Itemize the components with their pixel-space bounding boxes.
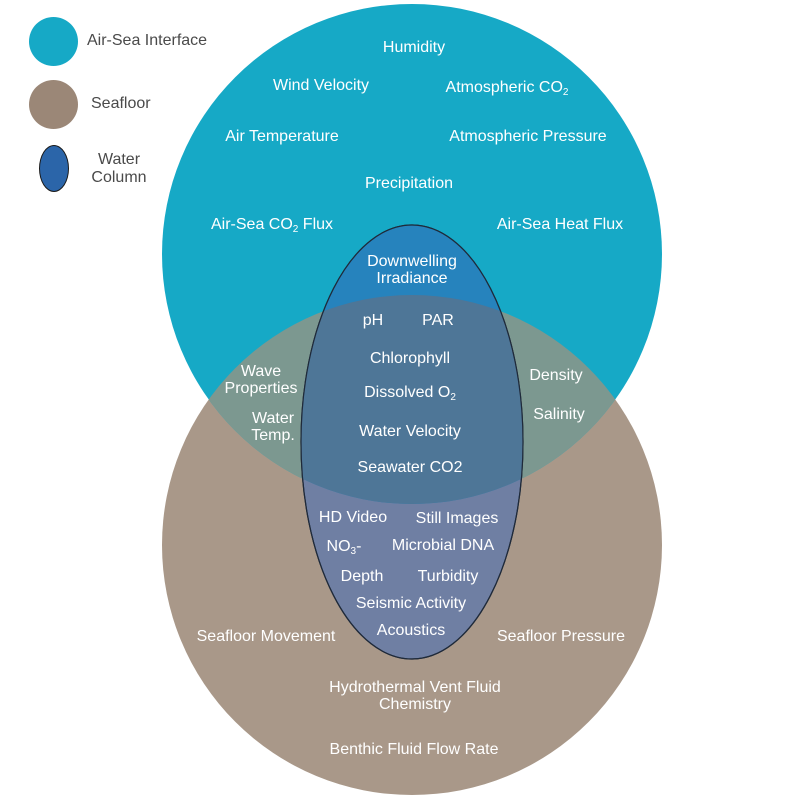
downwelling-line2: Irradiance	[376, 270, 448, 287]
legend-water-column-label: Water Column	[91, 151, 147, 186]
water-temp-line2: Temp.	[251, 427, 295, 444]
label-downwelling-irradiance: Downwelling Irradiance	[367, 253, 457, 287]
atmospheric-co2-text: Atmospheric CO	[445, 79, 563, 96]
label-seafloor-pressure: Seafloor Pressure	[496, 628, 626, 645]
label-still-images: Still Images	[415, 510, 499, 527]
label-benthic-fluid-flow-rate: Benthic Fluid Flow Rate	[329, 741, 499, 758]
air-sea-co2-flux-suffix: Flux	[298, 216, 334, 233]
label-water-velocity: Water Velocity	[359, 423, 461, 440]
water-temp-line1: Water	[251, 410, 295, 427]
label-hd-video: HD Video	[318, 509, 388, 526]
vent-fluid-line1: Hydrothermal Vent Fluid	[329, 679, 501, 696]
subscript: 2	[292, 224, 299, 235]
downwelling-line1: Downwelling	[367, 253, 457, 270]
label-hydrothermal-vent-fluid-chemistry: Hydrothermal Vent Fluid Chemistry	[329, 679, 501, 713]
label-humidity: Humidity	[382, 39, 446, 56]
no3-subscript: 3	[350, 546, 357, 557]
no3-suffix: -	[356, 538, 362, 555]
label-microbial-dna: Microbial DNA	[391, 537, 495, 554]
label-precipitation: Precipitation	[364, 175, 454, 192]
label-air-sea-co2-flux: Air-Sea CO2 Flux	[210, 216, 334, 235]
label-acoustics: Acoustics	[376, 622, 446, 639]
legend-seafloor-label: Seafloor	[91, 95, 151, 112]
label-no3: NO3-	[326, 538, 362, 557]
label-ph: pH	[362, 312, 384, 329]
label-dissolved-o2: Dissolved O2	[364, 384, 456, 403]
wave-line1: Wave	[240, 363, 282, 380]
subscript: 2	[562, 87, 569, 98]
label-wind-velocity: Wind Velocity	[272, 77, 370, 94]
label-atmospheric-co2: Atmospheric CO2	[445, 79, 569, 98]
vent-fluid-line2: Chemistry	[378, 696, 452, 713]
air-sea-co2-flux-text: Air-Sea CO	[210, 216, 293, 233]
label-seafloor-movement: Seafloor Movement	[196, 628, 336, 645]
legend-seafloor-swatch	[29, 80, 78, 129]
water-column-outline	[300, 224, 524, 660]
label-atmospheric-pressure: Atmospheric Pressure	[449, 128, 607, 145]
label-air-sea-heat-flux: Air-Sea Heat Flux	[496, 216, 624, 233]
legend-water-column-swatch	[39, 145, 69, 192]
label-wave-properties: Wave Properties	[225, 363, 298, 397]
label-water-temp: Water Temp.	[251, 410, 295, 444]
label-density: Density	[529, 367, 583, 384]
label-turbidity: Turbidity	[417, 568, 479, 585]
dissolved-o2-text: Dissolved O	[364, 384, 451, 401]
label-seawater-co2: Seawater CO2	[357, 459, 463, 476]
label-air-temperature: Air Temperature	[225, 128, 339, 145]
subscript: 2	[450, 392, 456, 403]
label-chlorophyll: Chlorophyll	[369, 350, 451, 367]
legend-air-sea-swatch	[29, 17, 78, 66]
legend-air-sea-label: Air-Sea Interface	[87, 32, 208, 49]
label-par: PAR	[422, 312, 454, 329]
label-depth: Depth	[340, 568, 384, 585]
air-sea-seafloor-overlap	[162, 295, 662, 504]
no3-text: NO	[326, 538, 351, 555]
label-salinity: Salinity	[533, 406, 585, 423]
wave-line2: Properties	[224, 380, 298, 397]
water-column-top-region	[301, 225, 523, 504]
label-seismic-activity: Seismic Activity	[355, 595, 467, 612]
